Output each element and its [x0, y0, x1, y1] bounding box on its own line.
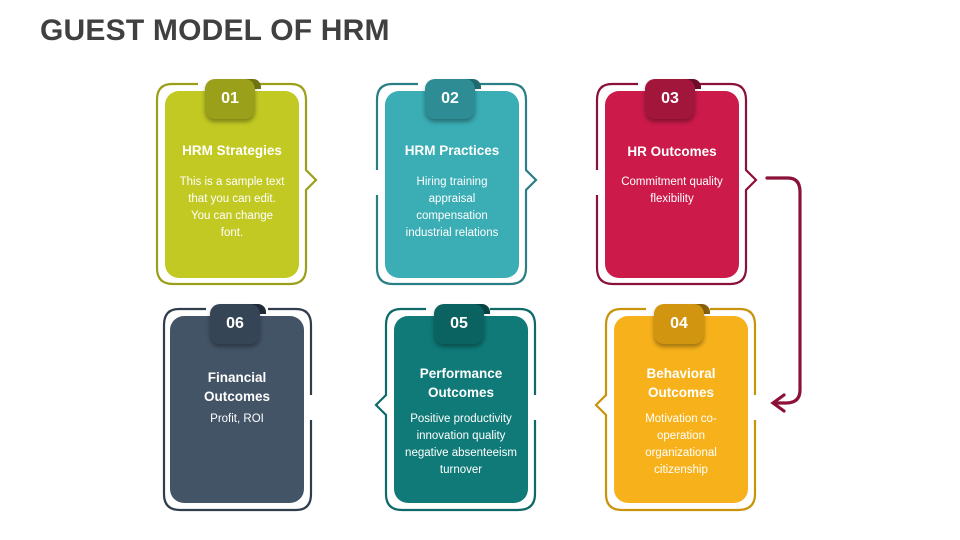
step-heading: Financial Outcomes — [203, 370, 271, 404]
step-body: Positive productivity innovation quality… — [405, 413, 517, 476]
step-body: Hiring training appraisal compensation i… — [405, 176, 499, 239]
arrow-03-to-04 — [765, 176, 802, 413]
step-heading: Performance Outcomes — [419, 366, 503, 400]
step-heading: HRM Practices — [404, 143, 500, 158]
step-card-03: 03 HR Outcomes Commitment quality flexib… — [605, 79, 739, 278]
step-heading: HR Outcomes — [627, 144, 717, 159]
step-card-02: 02 HRM Practices Hiring training apprais… — [385, 79, 519, 278]
step-card-01: 01 HRM Strategies This is a sample text … — [165, 79, 299, 278]
step-body: This is a sample text that you can edit.… — [179, 176, 285, 239]
step-card-06: 06 Financial Outcomes Profit, ROI — [170, 304, 304, 503]
step-body: Profit, ROI — [210, 413, 264, 425]
step-card-05: 05 Performance Outcomes Positive product… — [394, 304, 528, 503]
step-number-badge: 06 — [210, 304, 260, 344]
step-number-badge: 05 — [434, 304, 484, 344]
step-heading: HRM Strategies — [182, 143, 282, 158]
page-title: GUEST MODEL OF HRM — [40, 14, 390, 47]
step-heading: Behavioral Outcomes — [646, 366, 716, 400]
step-body: Motivation co-operation organizational c… — [645, 413, 717, 476]
step-number-badge: 04 — [654, 304, 704, 344]
step-number-badge: 02 — [425, 79, 475, 119]
step-number-badge: 03 — [645, 79, 695, 119]
step-number-badge: 01 — [205, 79, 255, 119]
step-body: Commitment quality flexibility — [621, 176, 723, 205]
step-card-04: 04 Behavioral Outcomes Motivation co-ope… — [614, 304, 748, 503]
